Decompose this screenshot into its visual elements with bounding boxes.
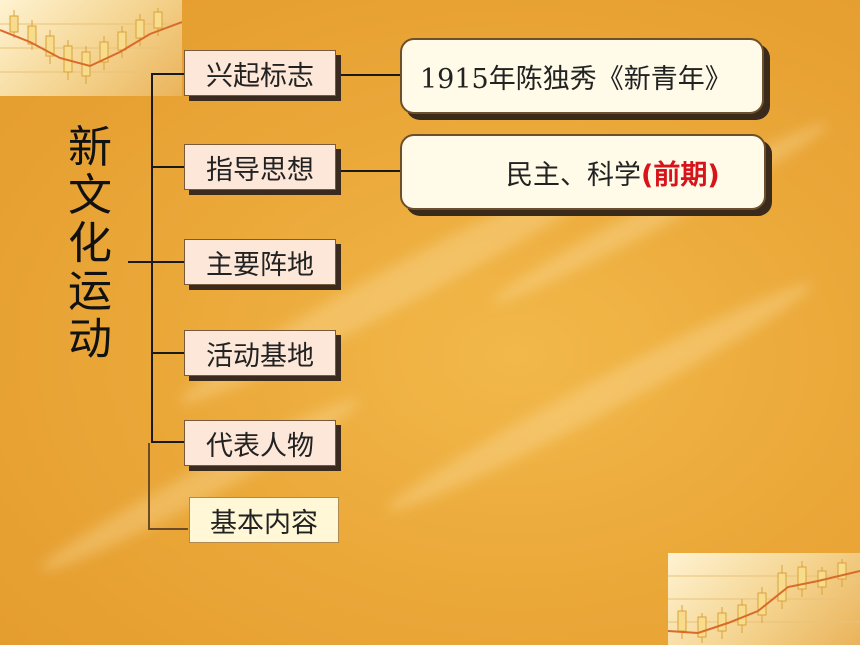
diagram-title: 新 文 化 运 动: [62, 124, 118, 364]
background-streak: [380, 269, 820, 525]
branch-connector: [151, 352, 185, 354]
branch-connector: [151, 441, 185, 443]
background-streak: [34, 387, 366, 583]
callout-connector: [338, 74, 402, 76]
callout-highlight: (前期): [641, 159, 720, 191]
branch-label: 兴起标志: [206, 60, 314, 92]
callout-connector: [338, 170, 402, 172]
candlestick-decoration-top-left: [0, 0, 182, 96]
tree-trunk: [151, 73, 153, 443]
branch-box[interactable]: 指导思想: [184, 144, 336, 190]
branch-box[interactable]: 兴起标志: [184, 50, 336, 96]
title-char: 化: [68, 218, 112, 269]
title-char: 运: [68, 266, 112, 317]
callout-text: 民主、科学: [506, 159, 641, 191]
branch-box[interactable]: 代表人物: [184, 420, 336, 466]
callout-sign: 1915年陈独秀《新青年》: [400, 38, 764, 114]
branch-connector: [151, 261, 185, 263]
branch-box-highlighted[interactable]: 基本内容: [189, 497, 339, 543]
title-char: 文: [68, 170, 112, 221]
branch-label: 主要阵地: [206, 249, 314, 281]
branch-box[interactable]: 活动基地: [184, 330, 336, 376]
branch-box[interactable]: 主要阵地: [184, 239, 336, 285]
title-connector: [128, 261, 152, 263]
branch-connector: [148, 528, 188, 530]
branch-label: 指导思想: [206, 154, 314, 186]
branch-label: 代表人物: [206, 430, 314, 462]
branch-connector: [151, 166, 185, 168]
branch-label: 活动基地: [206, 340, 314, 372]
branch-connector: [151, 73, 185, 75]
candlestick-decoration-bottom-right: [668, 553, 860, 645]
tree-trunk-lower: [148, 443, 150, 529]
title-char: 动: [68, 314, 112, 365]
title-char: 新: [68, 122, 112, 173]
callout-text: 1915年陈独秀《新青年》: [420, 63, 732, 95]
callout-thought: 民主、科学(前期): [400, 134, 766, 210]
branch-label: 基本内容: [210, 507, 318, 539]
